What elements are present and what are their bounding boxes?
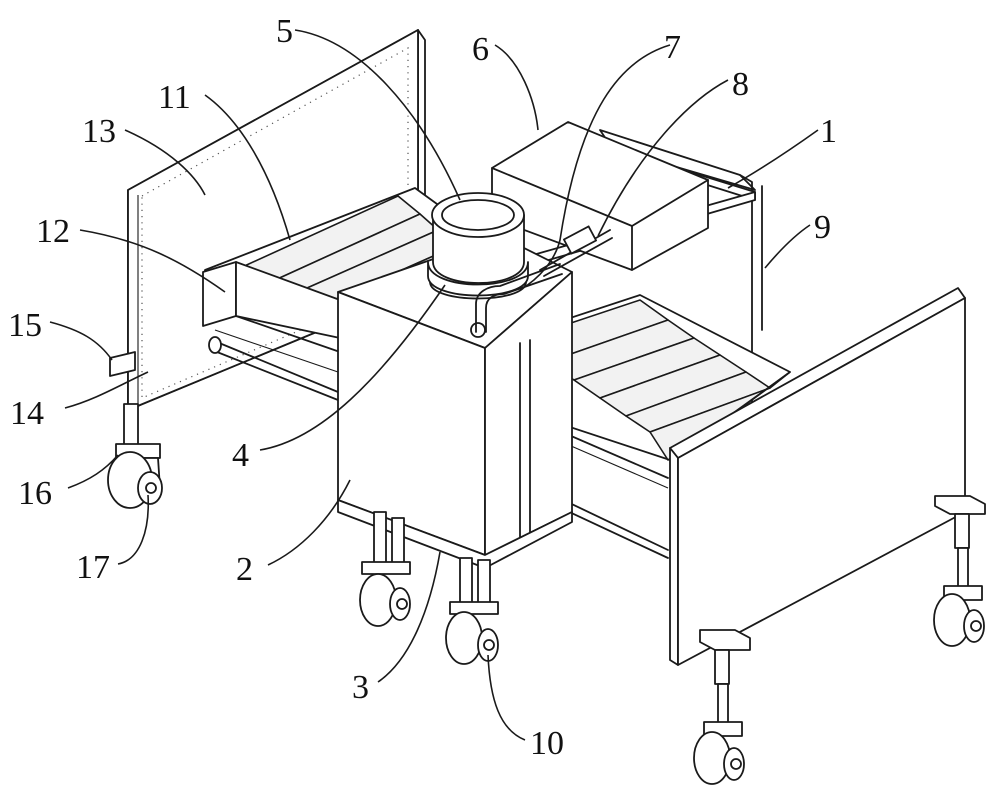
label-4: 4 (232, 437, 249, 474)
label-14: 14 (10, 395, 44, 432)
label-17: 17 (76, 549, 110, 586)
nozzle (539, 225, 613, 277)
label-12: 12 (36, 213, 70, 250)
reference-labels: 5 6 7 8 1 9 11 13 12 15 14 4 16 17 2 3 1… (8, 13, 837, 762)
label-10: 10 (530, 725, 564, 762)
label-16: 16 (18, 475, 52, 512)
left-front-caster (107, 351, 163, 509)
right-panel (669, 287, 966, 666)
label-11: 11 (158, 79, 191, 116)
pump-cylinder (427, 192, 563, 333)
motor-box (491, 121, 709, 271)
label-6: 6 (472, 31, 489, 68)
label-8: 8 (732, 66, 749, 103)
label-7: 7 (664, 29, 681, 66)
label-15: 15 (8, 307, 42, 344)
right-casters (693, 495, 986, 785)
label-9: 9 (814, 209, 831, 246)
center-casters (359, 511, 499, 665)
label-1: 1 (820, 113, 837, 150)
label-3: 3 (352, 669, 369, 706)
label-13: 13 (82, 113, 116, 150)
label-5: 5 (276, 13, 293, 50)
label-2: 2 (236, 551, 253, 588)
leader-lines (49, 29, 819, 741)
